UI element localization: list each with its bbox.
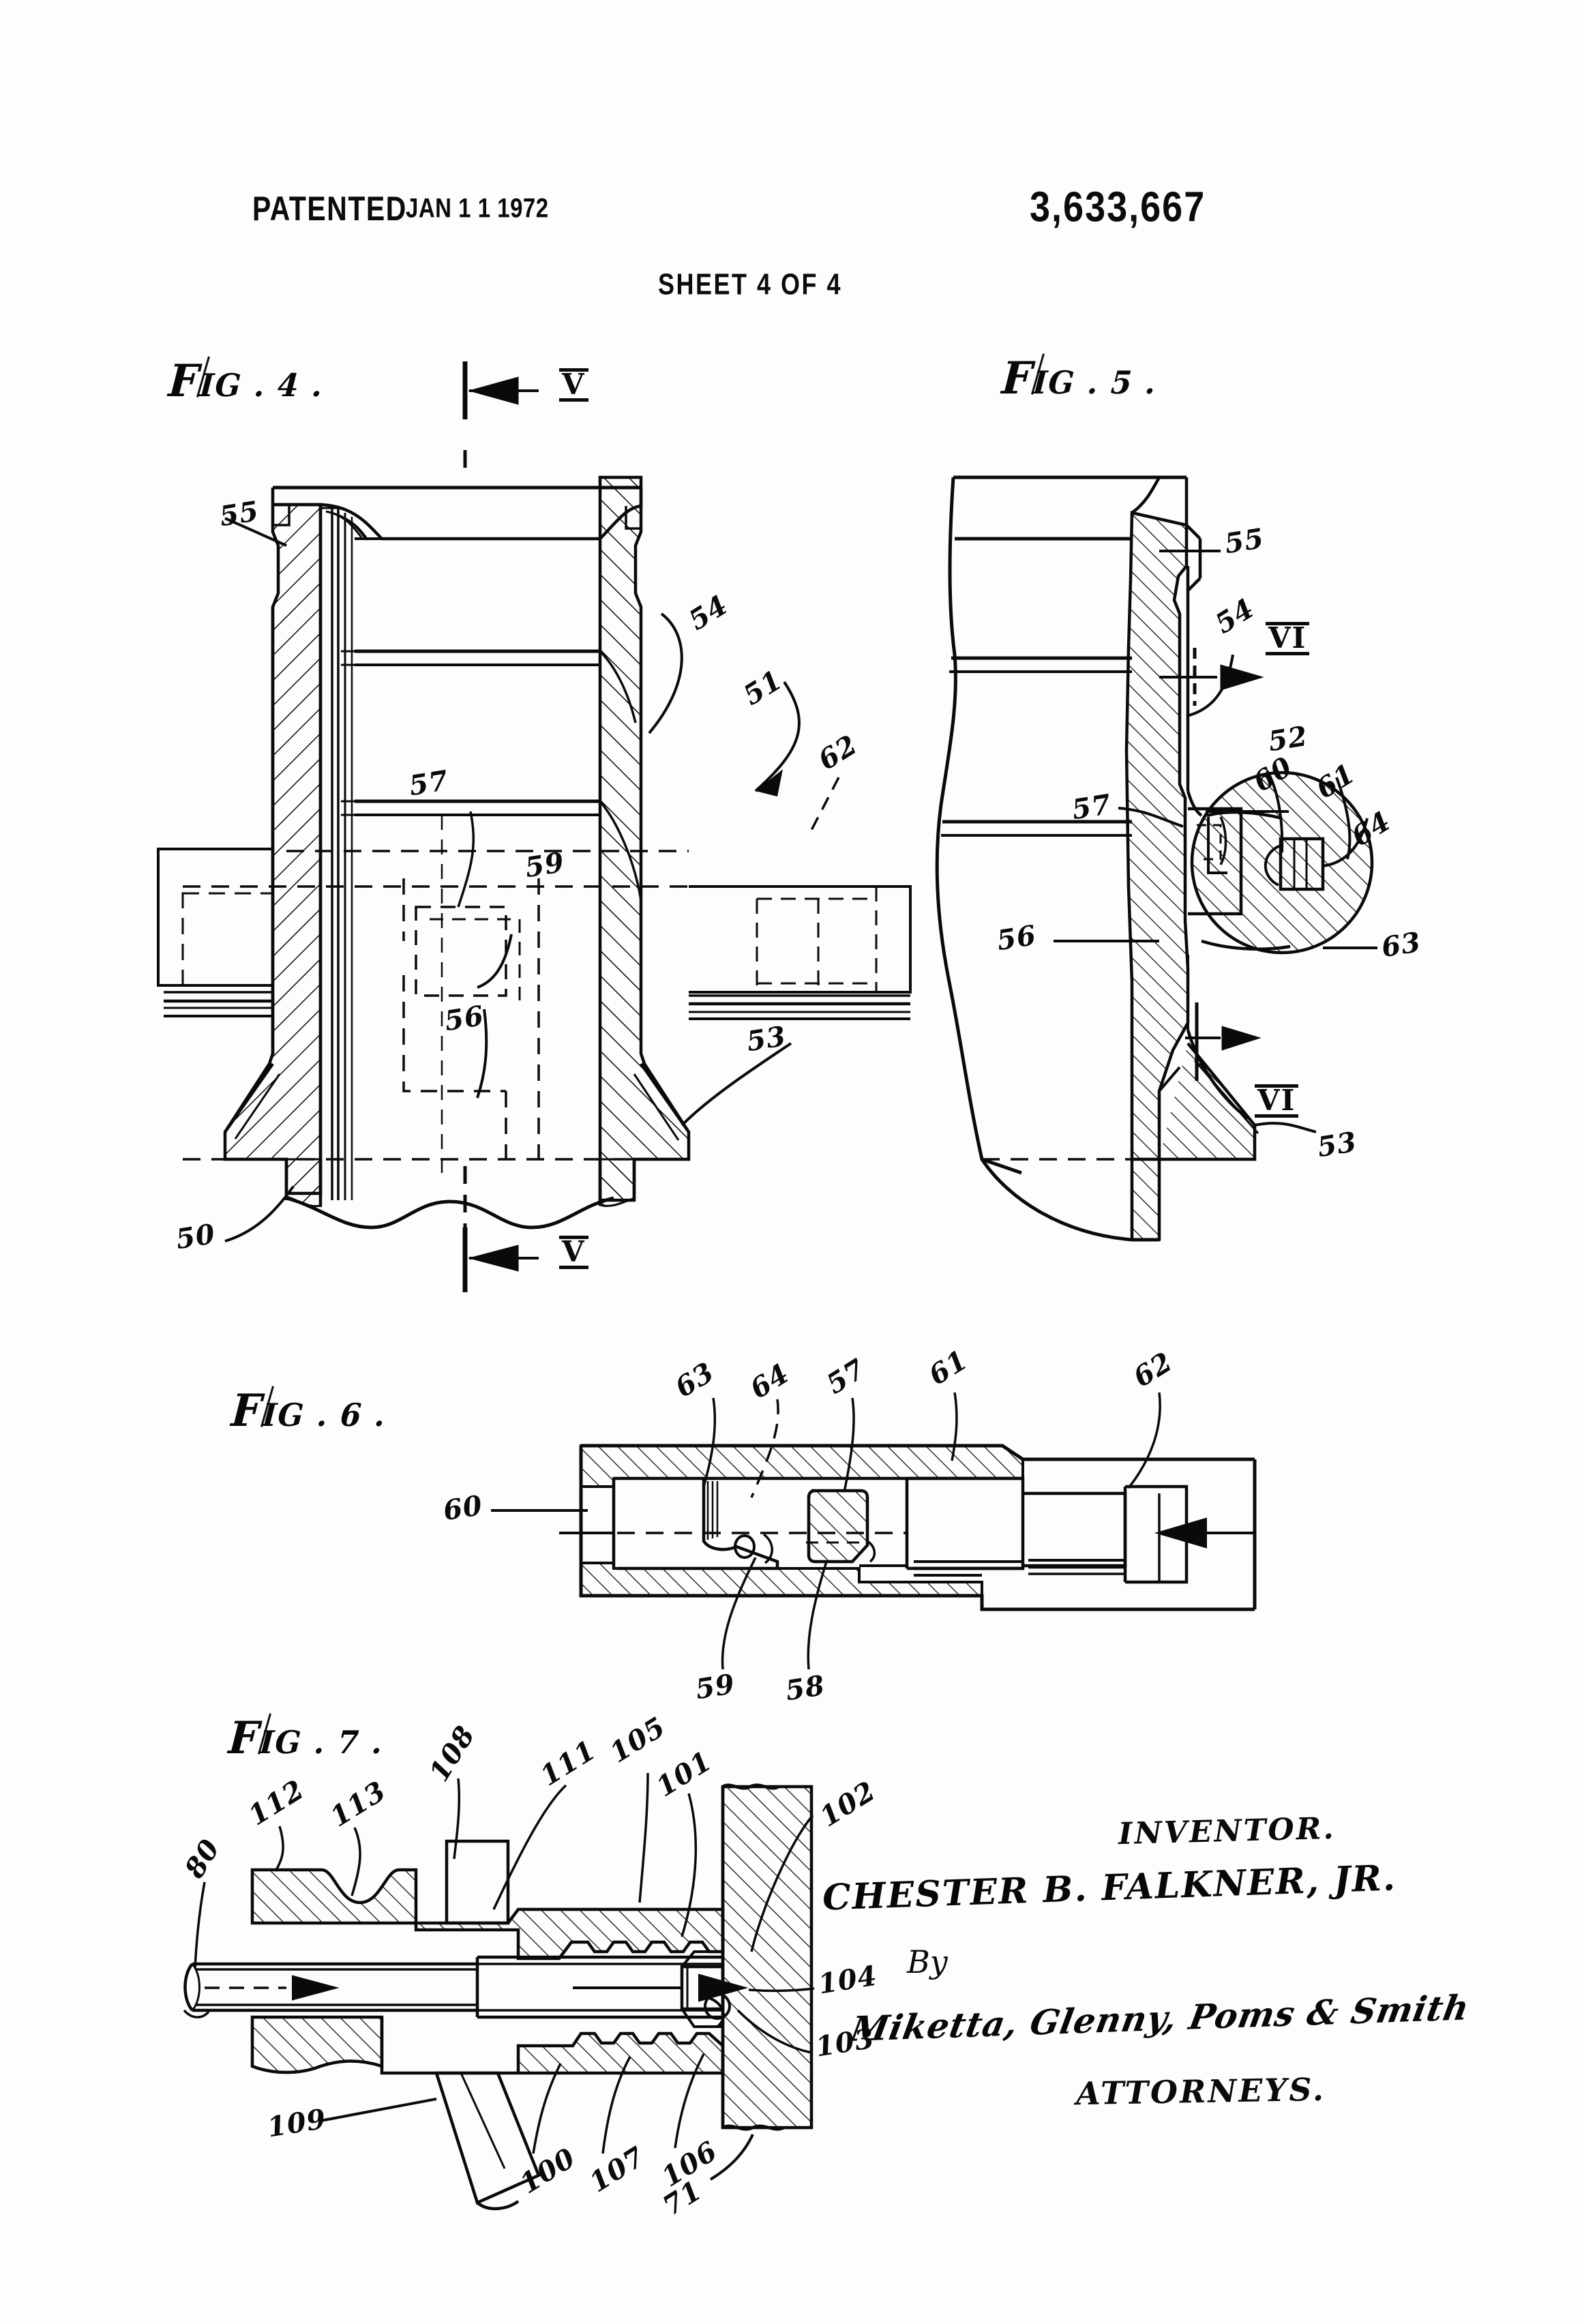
fig4-roman-bottom: V bbox=[559, 1236, 588, 1269]
attorneys-label: ATTORNEYS. bbox=[1075, 2070, 1326, 2113]
by-label: By bbox=[907, 1943, 948, 1980]
patent-number: 3,633,667 bbox=[1030, 183, 1206, 231]
sheet-number-label: SHEET 4 OF 4 bbox=[658, 267, 843, 301]
patent-date: JAN 1 1 1972 bbox=[406, 192, 549, 224]
fig4-roman-top: V bbox=[559, 368, 588, 402]
fig5-roman-top: VI bbox=[1266, 622, 1310, 655]
patented-label: PATENTED bbox=[252, 190, 407, 228]
fig5-roman-bottom: VI bbox=[1255, 1084, 1299, 1118]
inventor-label: INVENTOR. bbox=[1118, 1811, 1337, 1852]
